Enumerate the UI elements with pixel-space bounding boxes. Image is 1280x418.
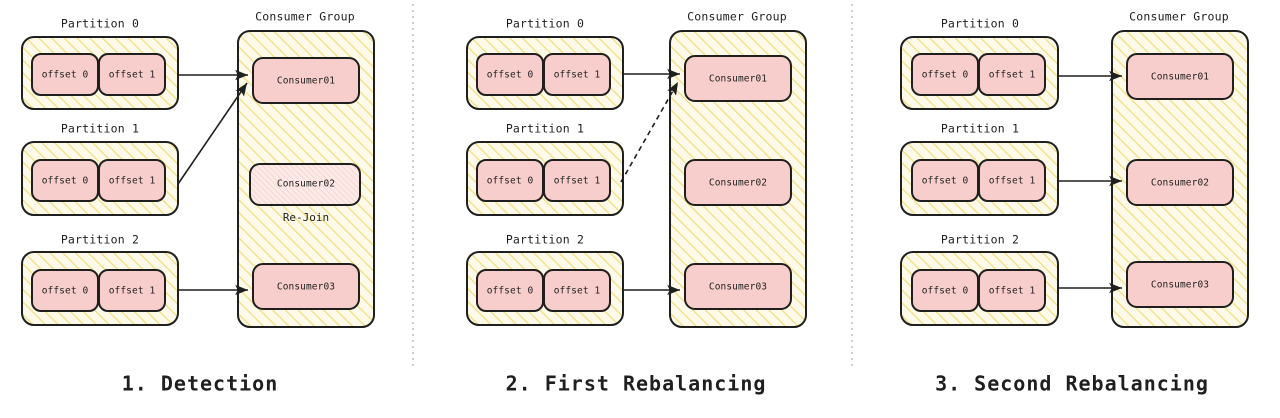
arrow-partition1-to-consumer01-dashed [620,81,679,183]
offset-1-label: offset 1 [554,176,601,187]
partition-0-title: Partition 0 [506,17,584,31]
offset-1-label: offset 1 [989,176,1036,187]
offset-0-label: offset 0 [922,286,969,297]
offset-1-label: offset 1 [989,286,1036,297]
partition-1-box: offset 0 offset 1 [21,141,179,216]
partition-2-box: offset 0 offset 1 [900,251,1059,326]
consumer-group-box: Consumer01 Consumer02 Consumer03 [669,30,807,328]
panel-detection: Partition 0 offset 0 offset 1 Partition … [21,10,375,396]
offset-1-label: offset 1 [554,286,601,297]
consumer-03-label: Consumer03 [1151,280,1209,291]
offset-1-label: offset 1 [109,176,156,187]
consumer-01-box: Consumer01 [684,55,792,102]
consumer-01-label: Consumer01 [277,76,335,87]
consumer-03-label: Consumer03 [277,282,335,293]
consumer-01-label: Consumer01 [1151,72,1209,83]
offset-0-label: offset 0 [922,70,969,81]
consumer-group-title: Consumer Group [687,10,787,24]
partition-2-title: Partition 2 [506,233,584,247]
consumer-02-label: Consumer02 [709,178,767,189]
consumer-02-label: Consumer02 [277,179,335,190]
offset-0-label: offset 0 [42,70,89,81]
consumer-group-title: Consumer Group [255,10,355,24]
consumer-group-title: Consumer Group [1129,10,1229,24]
partition-2-box: offset 0 offset 1 [21,251,179,326]
consumer-02-label: Consumer02 [1151,178,1209,189]
panel-second-rebalancing: Partition 0 offset 0 offset 1 Partition … [900,10,1249,396]
consumer-02-box: Consumer02 [684,159,792,206]
partition-0-box: offset 0 offset 1 [466,36,624,110]
consumer-01-box: Consumer01 [252,57,360,104]
partition-1-box: offset 0 offset 1 [900,141,1059,216]
offset-1-label: offset 1 [554,70,601,81]
arrow-partition1-to-consumer01 [177,82,248,185]
consumer-01-box: Consumer01 [1126,53,1234,100]
consumer-group-box: Consumer01 Consumer02 Consumer03 [1111,30,1249,328]
panel-1-caption: 1. Detection [122,372,279,396]
partition-2-title: Partition 2 [941,233,1019,247]
offset-0-label: offset 0 [42,176,89,187]
consumer-01-label: Consumer01 [709,74,767,85]
offset-0-label: offset 0 [487,176,534,187]
panel-first-rebalancing: Partition 0 offset 0 offset 1 Partition … [466,10,807,396]
partition-0-title: Partition 0 [61,17,139,31]
partition-1-title: Partition 1 [506,122,584,136]
partition-2-title: Partition 2 [61,233,139,247]
panel-2-caption: 2. First Rebalancing [506,372,767,396]
panel-3-caption: 3. Second Rebalancing [935,372,1209,396]
consumer-02-box: Consumer02 [1126,159,1234,206]
partition-2-box: offset 0 offset 1 [466,251,624,326]
consumer-03-label: Consumer03 [709,282,767,293]
offset-0-label: offset 0 [487,286,534,297]
partition-0-box: offset 0 offset 1 [21,36,179,110]
offset-1-label: offset 1 [109,70,156,81]
partition-1-title: Partition 1 [941,122,1019,136]
consumer-group-box: Consumer01 Consumer02 Re-Join Consumer03 [237,30,375,328]
partition-1-box: offset 0 offset 1 [466,141,624,216]
consumer-03-box: Consumer03 [684,263,792,310]
rejoin-status-label: Re-Join [283,211,329,224]
offset-1-label: offset 1 [109,286,156,297]
consumer-02-box-rejoining: Consumer02 [249,163,361,206]
consumer-03-box: Consumer03 [1126,261,1234,308]
partition-0-title: Partition 0 [941,17,1019,31]
offset-1-label: offset 1 [989,70,1036,81]
offset-0-label: offset 0 [922,176,969,187]
partition-0-box: offset 0 offset 1 [900,36,1059,110]
consumer-03-box: Consumer03 [252,263,360,310]
partition-1-title: Partition 1 [61,122,139,136]
offset-0-label: offset 0 [42,286,89,297]
offset-0-label: offset 0 [487,70,534,81]
